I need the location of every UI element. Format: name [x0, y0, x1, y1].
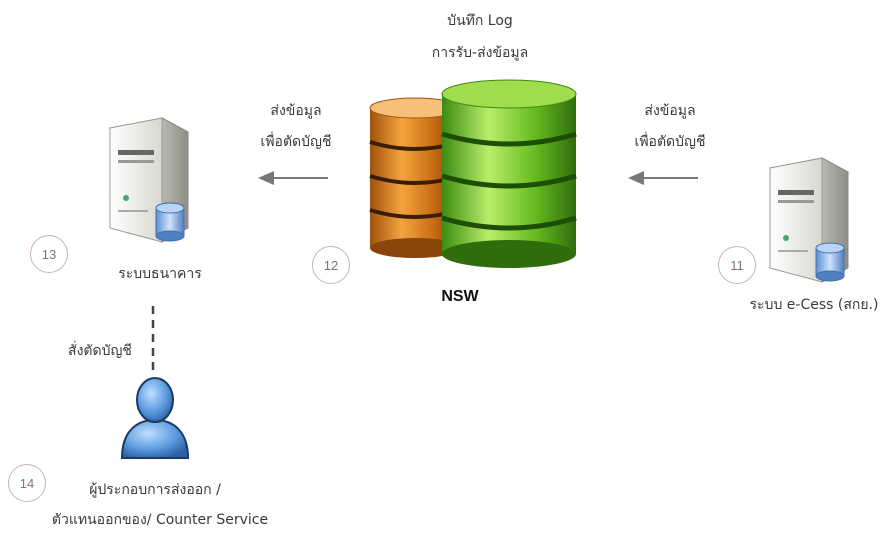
right-arrow-label-line1: ส่งข้อมูล — [644, 103, 696, 119]
ecess-label: ระบบ e-Cess (สกย.) — [749, 297, 879, 313]
step-badge-11: 11 — [718, 246, 756, 284]
user-label-line2: ตัวแทนออกของ/ Counter Service — [51, 512, 269, 528]
nsw-log-line1: บันทึก Log — [447, 13, 513, 29]
step-badge-14: 14 — [8, 464, 46, 502]
right-arrow-label-line2: เพื่อตัดบัญชี — [634, 134, 706, 150]
ecess-server-icon — [768, 157, 850, 283]
left-arrow-label-line2: เพื่อตัดบัญชี — [260, 134, 332, 150]
user-icon — [120, 377, 190, 459]
arrow-left-icon — [628, 171, 698, 185]
arrow-left-icon — [258, 171, 328, 185]
debit-label: สั่งตัดบัญชี — [68, 343, 132, 359]
bank-server-icon — [108, 117, 190, 243]
nsw-label: NSW — [441, 288, 479, 305]
bank-label: ระบบธนาคาร — [118, 266, 202, 282]
nsw-database-icon — [369, 79, 577, 268]
dashed-connector — [151, 306, 155, 374]
step-badge-12: 12 — [312, 246, 350, 284]
user-label-line1: ผู้ประกอบการส่งออก / — [89, 482, 221, 498]
nsw-log-line2: การรับ-ส่งข้อมูล — [431, 45, 529, 61]
step-badge-13: 13 — [30, 235, 68, 273]
left-arrow-label-line1: ส่งข้อมูล — [270, 103, 322, 119]
